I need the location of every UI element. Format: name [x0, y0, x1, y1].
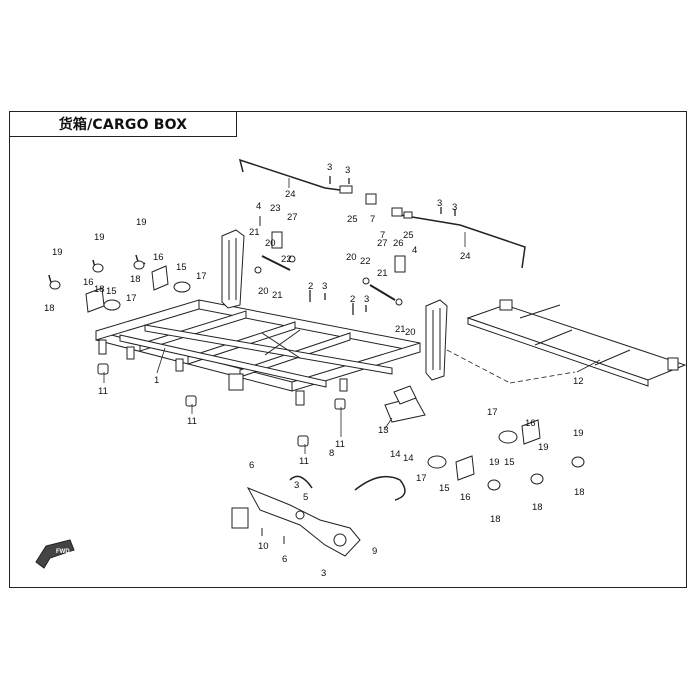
callout-12: 12 [573, 376, 584, 387]
callout-23: 23 [270, 203, 281, 214]
callout-24: 24 [285, 189, 296, 200]
right-hook-assembly [427, 419, 585, 491]
callout-21: 21 [249, 227, 260, 238]
diagram-frame [9, 111, 687, 588]
callout-17: 17 [416, 473, 427, 484]
callout-11: 11 [335, 439, 345, 450]
right-rear-post [425, 299, 448, 381]
callout-3: 3 [437, 198, 442, 209]
callout-15: 15 [504, 457, 515, 468]
callout-6: 6 [282, 554, 287, 565]
latch-mechanism [231, 475, 406, 557]
callout-1: 1 [154, 375, 159, 386]
bolts [309, 176, 456, 315]
callout-17: 17 [196, 271, 207, 282]
callout-27: 27 [287, 212, 298, 223]
left-hook-assembly [48, 254, 191, 313]
callout-13: 13 [378, 425, 389, 436]
latch-rod-right [391, 207, 526, 269]
callout-20: 20 [258, 286, 269, 297]
center-bracket [384, 385, 426, 423]
right-link-parts [362, 255, 406, 306]
callout-3: 3 [345, 165, 350, 176]
callout-22: 22 [360, 256, 371, 267]
page-title: 货箱/CARGO BOX [58, 117, 188, 133]
callout-18: 18 [532, 502, 543, 513]
callout-19: 19 [538, 442, 549, 453]
callout-4: 4 [256, 201, 261, 212]
fwd-label: FWD [56, 549, 70, 555]
callout-4: 4 [412, 245, 417, 256]
callout-17: 17 [487, 407, 498, 418]
callout-6: 6 [249, 460, 254, 471]
callout-11: 11 [299, 456, 309, 467]
tailgate-panel [466, 299, 687, 387]
callout-15: 15 [439, 483, 450, 494]
callout-25: 25 [403, 230, 414, 241]
callout-11: 11 [98, 386, 108, 397]
callout-18: 18 [44, 303, 55, 314]
callout-16: 16 [83, 277, 94, 288]
callout-18: 18 [130, 274, 141, 285]
callout-21: 21 [272, 290, 283, 301]
callout-3: 3 [322, 281, 327, 292]
latch-rod-left [238, 158, 377, 205]
callout-24: 24 [460, 251, 471, 262]
callout-10: 10 [258, 541, 269, 552]
leader-lines [103, 178, 601, 454]
callout-11: 11 [187, 416, 197, 427]
title-box: 货箱/CARGO BOX [9, 111, 237, 137]
callout-20: 20 [265, 238, 276, 249]
callout-5: 5 [303, 492, 308, 503]
fwd-arrow-icon: FWD [35, 539, 75, 569]
callout-20: 20 [346, 252, 357, 263]
callout-19: 19 [94, 232, 105, 243]
left-rear-post [221, 229, 245, 309]
callout-19: 19 [489, 457, 500, 468]
callout-15: 15 [176, 262, 187, 273]
callout-19: 19 [52, 247, 63, 258]
callout-21: 21 [377, 268, 388, 279]
callout-3: 3 [452, 202, 457, 213]
callout-9: 9 [372, 546, 377, 557]
callout-16: 16 [153, 252, 164, 263]
callout-19: 19 [573, 428, 584, 439]
callout-22: 22 [281, 254, 292, 265]
callout-16: 16 [460, 492, 471, 503]
left-link-parts [254, 216, 296, 274]
callout-18: 18 [574, 487, 585, 498]
callout-7: 7 [370, 214, 375, 225]
callout-21: 21 [395, 324, 406, 335]
callout-14: 14 [403, 453, 414, 464]
callout-3: 3 [327, 162, 332, 173]
callout-labels: 1 2 2 3 3 3 3 3 3 3 3 4 4 5 6 6 7 7 8 9 … [44, 162, 585, 579]
callout-27: 27 [377, 238, 388, 249]
callout-25: 25 [347, 214, 358, 225]
callout-3: 3 [321, 568, 326, 579]
callout-2: 2 [350, 294, 355, 305]
callout-19: 19 [136, 217, 147, 228]
callout-3: 3 [294, 480, 299, 491]
callout-18: 18 [94, 284, 105, 295]
callout-8: 8 [329, 448, 334, 459]
callout-14: 14 [390, 449, 401, 460]
callout-15: 15 [106, 286, 117, 297]
callout-7: 7 [380, 230, 385, 241]
callout-3: 3 [364, 294, 369, 305]
callout-2: 2 [308, 281, 313, 292]
callout-20: 20 [405, 327, 416, 338]
spacers [97, 363, 346, 447]
callout-17: 17 [126, 293, 137, 304]
callout-26: 26 [393, 238, 404, 249]
callout-18: 18 [490, 514, 501, 525]
callout-16: 16 [525, 418, 536, 429]
cargo-frame [95, 299, 421, 406]
